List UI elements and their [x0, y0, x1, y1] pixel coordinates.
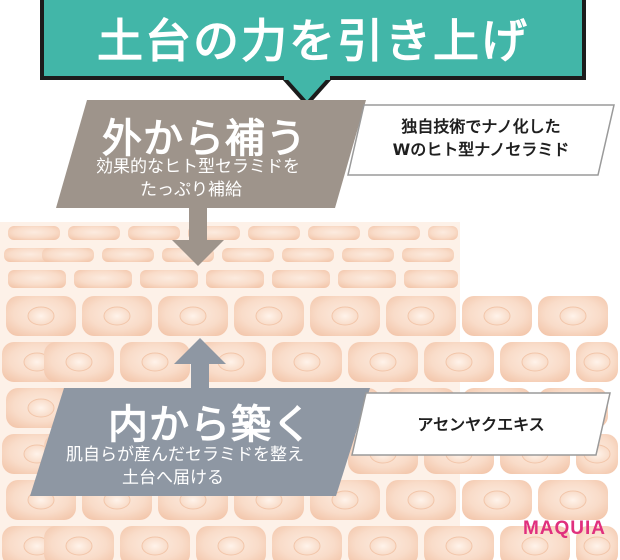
inner-build-bar	[30, 388, 370, 496]
cell-nucleus	[521, 536, 549, 556]
skin-cell	[74, 270, 132, 288]
skin-cell	[282, 248, 334, 262]
cell-nucleus	[407, 306, 435, 326]
outer-title: 外から補う	[102, 116, 307, 162]
cell-nucleus	[293, 352, 321, 372]
banner-pointer	[282, 76, 332, 106]
cell-nucleus	[27, 398, 55, 418]
skin-cell	[428, 226, 458, 240]
outer-detail-line2: Wのヒト型ナノセラミド	[392, 140, 570, 159]
outer-description-line1: 効果的なヒト型セラミドを	[96, 157, 300, 177]
skin-cell	[308, 226, 360, 240]
skin-cell	[368, 226, 420, 240]
outer-description-line2: たっぷり補給	[140, 180, 242, 200]
cell-nucleus	[445, 536, 473, 556]
cell-nucleus	[141, 352, 169, 372]
skin-cell	[102, 248, 154, 262]
up-arrow-icon	[174, 338, 226, 392]
skin-cell	[222, 248, 274, 262]
inner-title: 内から築く	[108, 402, 313, 448]
cell-nucleus	[559, 306, 587, 326]
cell-nucleus	[445, 352, 473, 372]
inner-detail-card	[351, 392, 611, 456]
inner-description-line2: 土台へ届ける	[122, 468, 224, 488]
skin-cell	[42, 248, 94, 262]
cell-nucleus	[141, 536, 169, 556]
cell-nucleus	[483, 490, 511, 510]
cell-nucleus	[217, 536, 245, 556]
cell-nucleus	[407, 490, 435, 510]
cell-nucleus	[521, 352, 549, 372]
cell-nucleus	[559, 490, 587, 510]
outer-detail-line1: 独自技術でナノ化した	[401, 117, 561, 136]
skin-cell	[402, 248, 454, 262]
cell-nucleus	[103, 306, 131, 326]
skin-cell	[272, 270, 330, 288]
cell-nucleus	[255, 306, 283, 326]
cell-nucleus	[583, 352, 611, 372]
outer-detail-card	[347, 104, 615, 176]
cell-nucleus	[331, 306, 359, 326]
inner-detail-text: アセンヤクエキス	[417, 415, 545, 434]
skin-cell	[8, 226, 60, 240]
skin-cell	[8, 270, 66, 288]
skin-cell	[338, 270, 396, 288]
skin-cell	[140, 270, 198, 288]
skin-cell	[128, 226, 180, 240]
headline-text: 土台の力を引き上げ	[97, 14, 529, 68]
skin-cell	[68, 226, 120, 240]
cell-nucleus	[369, 352, 397, 372]
cell-nucleus	[27, 306, 55, 326]
maquia-logo: MAQUIA	[522, 518, 606, 539]
cell-nucleus	[369, 536, 397, 556]
inner-description-line1: 肌自らが産んだセラミドを整え	[66, 445, 304, 465]
cell-nucleus	[483, 306, 511, 326]
outer-supply-bar	[56, 100, 366, 208]
down-arrow-icon	[172, 206, 224, 266]
cell-nucleus	[65, 536, 93, 556]
skin-cell	[248, 226, 300, 240]
cell-nucleus	[179, 306, 207, 326]
cell-nucleus	[65, 352, 93, 372]
cell-nucleus	[293, 536, 321, 556]
cell-nucleus	[583, 536, 611, 556]
skin-cell	[206, 270, 264, 288]
headline-banner: 土台の力を引き上げ	[40, 0, 586, 80]
skin-cell	[342, 248, 394, 262]
cell-nucleus	[331, 490, 359, 510]
skin-cell	[404, 270, 458, 288]
